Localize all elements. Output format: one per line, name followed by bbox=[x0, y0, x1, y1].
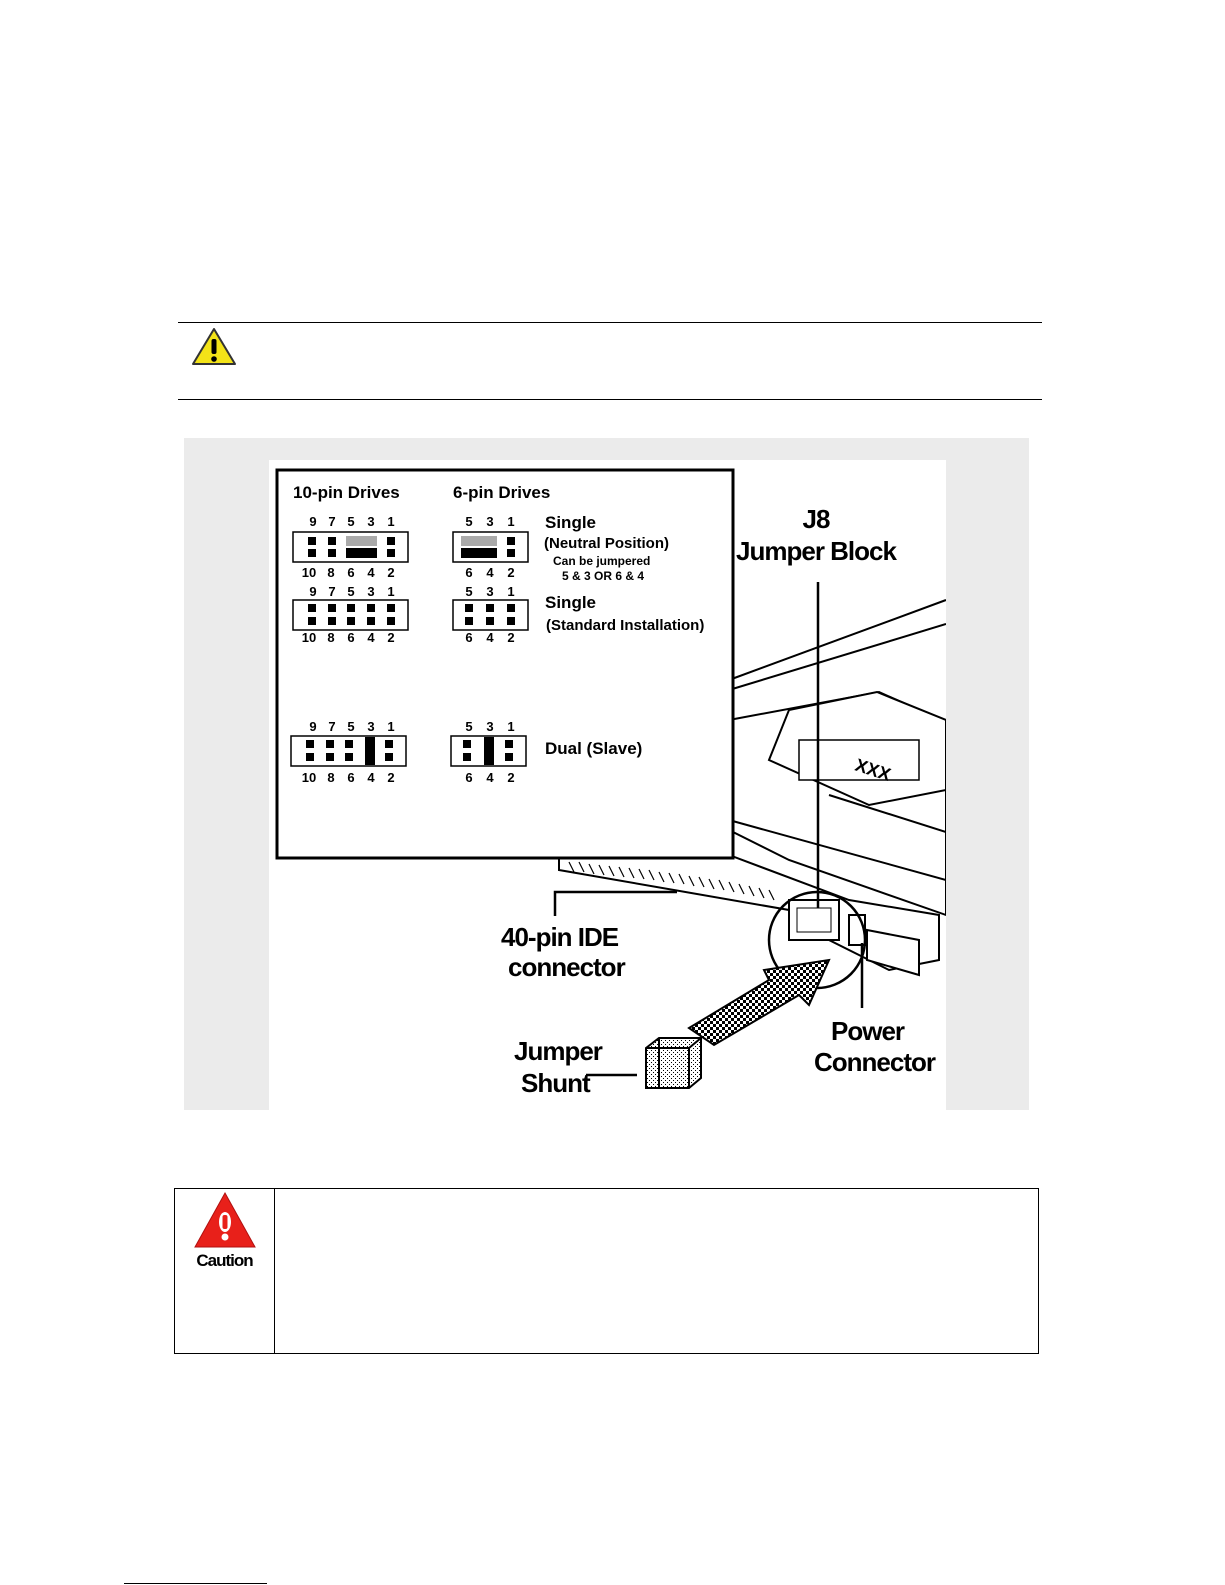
j8-label-line1: J8 bbox=[803, 504, 830, 534]
svg-text:2: 2 bbox=[387, 565, 394, 580]
svg-text:8: 8 bbox=[327, 770, 334, 785]
arrow-graphic bbox=[687, 958, 831, 1047]
svg-text:8: 8 bbox=[327, 565, 334, 580]
svg-text:1: 1 bbox=[387, 719, 394, 734]
j8-label-line2: Jumper Block bbox=[736, 536, 897, 566]
svg-text:9: 9 bbox=[309, 719, 316, 734]
row2-10pin-block bbox=[292, 599, 409, 631]
jumper-diagram: XXX bbox=[269, 460, 946, 1110]
svg-text:5: 5 bbox=[347, 719, 354, 734]
jumper-shunt-graphic bbox=[645, 1037, 702, 1089]
row1-6pin-block bbox=[452, 531, 529, 563]
svg-text:5: 5 bbox=[347, 514, 354, 529]
header-6pin: 6-pin Drives bbox=[453, 483, 550, 502]
svg-text:4: 4 bbox=[486, 770, 494, 785]
svg-text:3: 3 bbox=[367, 514, 374, 529]
svg-text:7: 7 bbox=[328, 514, 335, 529]
svg-text:10: 10 bbox=[302, 565, 316, 580]
svg-text:6: 6 bbox=[465, 630, 472, 645]
drive-illustration: XXX bbox=[558, 599, 946, 990]
svg-text:7: 7 bbox=[328, 584, 335, 599]
row1-10pin-block bbox=[292, 531, 409, 563]
svg-text:4: 4 bbox=[367, 565, 375, 580]
row1-6pin-labels: 5 3 1 6 4 2 bbox=[465, 514, 514, 580]
row1-title: Single bbox=[545, 513, 596, 532]
svg-text:3: 3 bbox=[486, 584, 493, 599]
svg-text:3: 3 bbox=[367, 719, 374, 734]
jumper-settings-legend: 10-pin Drives 6-pin Drives 9 7 5 3 1 10 … bbox=[275, 468, 735, 860]
power-label-line2: Connector bbox=[814, 1047, 936, 1077]
svg-text:5: 5 bbox=[465, 584, 472, 599]
row3-6pin-block bbox=[450, 735, 527, 767]
svg-text:4: 4 bbox=[486, 630, 494, 645]
svg-text:2: 2 bbox=[387, 630, 394, 645]
power-label-line1: Power bbox=[831, 1016, 905, 1046]
svg-text:2: 2 bbox=[387, 770, 394, 785]
row2-10pin-labels: 9 7 5 3 1 10 8 6 4 2 bbox=[302, 584, 395, 645]
caution-icon-cell: Caution bbox=[175, 1189, 275, 1353]
note-top-rule bbox=[178, 322, 1042, 323]
warning-triangle-icon bbox=[192, 328, 236, 365]
ide-label-line2: connector bbox=[508, 952, 626, 982]
svg-text:1: 1 bbox=[507, 584, 514, 599]
row3-6pin-labels: 5 3 1 6 4 2 bbox=[465, 719, 514, 785]
svg-text:10: 10 bbox=[302, 770, 316, 785]
svg-text:1: 1 bbox=[387, 584, 394, 599]
header-10pin: 10-pin Drives bbox=[293, 483, 400, 502]
row1-10pin-labels: 9 7 5 3 1 10 8 6 4 2 bbox=[302, 514, 395, 580]
svg-text:6: 6 bbox=[347, 565, 354, 580]
svg-text:1: 1 bbox=[507, 719, 514, 734]
row2-title: Single bbox=[545, 593, 596, 612]
svg-text:5: 5 bbox=[465, 514, 472, 529]
svg-text:10: 10 bbox=[302, 630, 316, 645]
svg-text:6: 6 bbox=[465, 565, 472, 580]
svg-text:2: 2 bbox=[507, 565, 514, 580]
svg-text:5: 5 bbox=[465, 719, 472, 734]
row3-10pin-block bbox=[290, 735, 407, 767]
svg-text:6: 6 bbox=[347, 630, 354, 645]
note-bottom-rule bbox=[178, 399, 1042, 400]
caution-label: Caution bbox=[196, 1251, 253, 1270]
svg-text:3: 3 bbox=[367, 584, 374, 599]
row2-sub: (Standard Installation) bbox=[546, 617, 704, 634]
ide-label-line1: 40-pin IDE bbox=[501, 922, 619, 952]
row3-title: Dual (Slave) bbox=[545, 739, 642, 758]
svg-text:9: 9 bbox=[309, 514, 316, 529]
row1-sub: (Neutral Position) bbox=[544, 535, 669, 552]
shunt-label-line2: Shunt bbox=[521, 1068, 591, 1098]
row2-6pin-labels: 5 3 1 6 4 2 bbox=[465, 584, 514, 645]
caution-triangle-icon bbox=[194, 1191, 256, 1248]
svg-text:3: 3 bbox=[486, 719, 493, 734]
svg-text:1: 1 bbox=[387, 514, 394, 529]
svg-text:4: 4 bbox=[367, 770, 375, 785]
shunt-label-line1: Jumper bbox=[514, 1036, 603, 1066]
svg-text:9: 9 bbox=[309, 584, 316, 599]
row1-note2: 5 & 3 OR 6 & 4 bbox=[562, 569, 644, 583]
footnote-rule bbox=[124, 1583, 267, 1584]
svg-text:1: 1 bbox=[507, 514, 514, 529]
svg-text:5: 5 bbox=[347, 584, 354, 599]
svg-text:7: 7 bbox=[328, 719, 335, 734]
row1-note1: Can be jumpered bbox=[553, 554, 650, 568]
svg-text:3: 3 bbox=[486, 514, 493, 529]
svg-text:6: 6 bbox=[347, 770, 354, 785]
row3-10pin-labels: 9 7 5 3 1 10 8 6 4 2 bbox=[302, 719, 395, 785]
svg-text:6: 6 bbox=[465, 770, 472, 785]
svg-text:2: 2 bbox=[507, 770, 514, 785]
row2-6pin-block bbox=[452, 599, 529, 631]
svg-text:8: 8 bbox=[327, 630, 334, 645]
svg-text:2: 2 bbox=[507, 630, 514, 645]
svg-text:4: 4 bbox=[367, 630, 375, 645]
svg-text:4: 4 bbox=[486, 565, 494, 580]
caution-box: Caution bbox=[174, 1188, 1039, 1354]
